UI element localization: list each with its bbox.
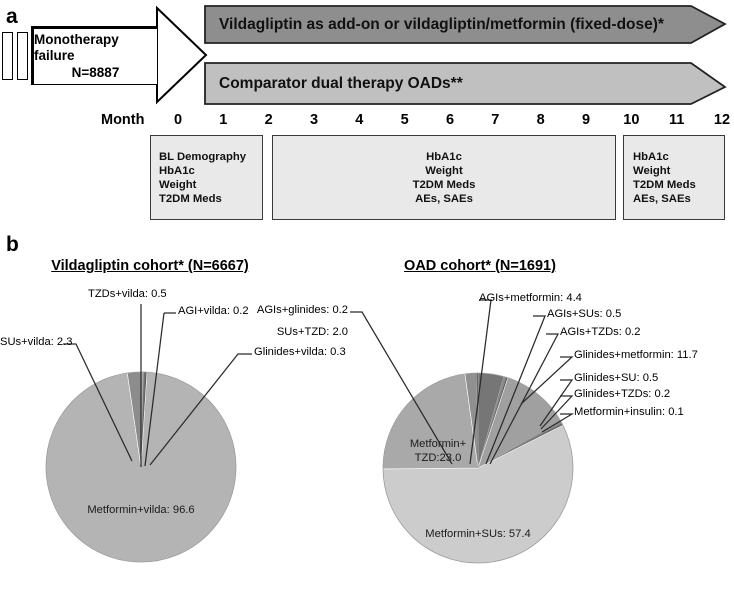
leader-glinides-tzds <box>540 395 574 430</box>
label-tzds-vilda: TZDs+vilda: 0.5 <box>88 288 167 300</box>
label-agis-metformin: AGIs+metformin: 4.4 <box>479 292 582 304</box>
month-tick-11: 11 <box>668 112 685 128</box>
leader-glinides-su <box>539 379 574 427</box>
pie-outline <box>382 372 574 564</box>
assessment-box-baseline: BL Demography HbA1c Weight T2DM Meds <box>150 135 263 220</box>
month-tick-2: 2 <box>264 112 273 128</box>
label-metformin-insulin: Metformin+insulin: 0.1 <box>574 406 684 418</box>
month-tick-0: 0 <box>173 112 183 128</box>
month-tick-7: 7 <box>491 112 500 128</box>
leader-agi-vilda <box>144 312 176 467</box>
assessment-item: BL Demography <box>159 150 247 163</box>
month-tick-4: 4 <box>355 112 364 128</box>
month-tick-5: 5 <box>400 112 409 128</box>
assessment-item: Weight <box>425 164 463 177</box>
assessment-item: T2DM Meds <box>412 178 476 191</box>
panel-a-study-design: a Monotherapy failure N=8887 Vildaglipti… <box>0 0 734 232</box>
panel-b-letter: b <box>6 233 19 256</box>
leader-met-insulin <box>541 413 575 433</box>
label-metformin-vilda: Metformin+vilda: 96.6 <box>87 504 195 516</box>
monotherapy-line-2: N=8887 <box>71 64 120 80</box>
label-glinides-metformin: Glinides+metformin: 11.7 <box>574 349 698 361</box>
leader-lines <box>63 299 575 467</box>
pie-chart-oad-cohort <box>382 372 574 564</box>
timeline-tick-bar-2 <box>17 32 28 80</box>
assessment-item: HbA1c <box>159 164 195 177</box>
panel-a-letter: a <box>6 5 18 28</box>
panel-b-combination-therapies: b Vildagliptin cohort* (N=6667) OAD coho… <box>0 234 734 590</box>
month-tick-1: 1 <box>219 112 228 128</box>
assessment-item: AEs, SAEs <box>415 192 473 205</box>
leader-sus-vilda <box>63 343 133 462</box>
leader-agis-glinides <box>350 311 453 465</box>
leader-agis-metformin <box>469 299 492 465</box>
label-glinides-su: Glinides+SU: 0.5 <box>574 372 659 384</box>
label-agis-sus: AGIs+SUs: 0.5 <box>547 308 622 320</box>
label-metformin-tzd-line1: Metformin+ <box>409 438 467 450</box>
assessment-box-interim: HbA1c Weight T2DM Meds AEs, SAEs <box>272 135 616 220</box>
assessment-item: T2DM Meds <box>633 178 696 191</box>
leader-agis-tzds <box>489 333 560 465</box>
assessment-box-endpoint: HbA1c Weight T2DM Meds AEs, SAEs <box>623 135 725 220</box>
label-glinides-tzds: Glinides+TZDs: 0.2 <box>574 388 671 400</box>
month-axis-label: Month <box>101 112 145 128</box>
band-label-comparator: Comparator dual therapy OADs** <box>219 75 463 92</box>
assessment-item: AEs, SAEs <box>633 192 691 205</box>
assessment-item: Weight <box>633 164 671 177</box>
band-arrow-vildagliptin <box>204 5 727 44</box>
timeline-tick-bar-1 <box>2 32 13 80</box>
label-glinides-vilda: Glinides+vilda: 0.3 <box>254 346 346 358</box>
assessment-item: Weight <box>159 178 197 191</box>
label-agis-glinides: AGIs+glinides: 0.2 <box>256 304 348 316</box>
leader-glinides-met <box>520 356 574 405</box>
chart-title-oad-cohort: OAD cohort* (N=1691) <box>404 258 556 274</box>
assessment-item: T2DM Meds <box>159 192 222 205</box>
chart-title-vildagliptin-cohort: Vildagliptin cohort* (N=6667) <box>51 258 249 274</box>
month-tick-6: 6 <box>445 112 455 128</box>
monotherapy-line-1: Monotherapy failure <box>34 31 119 64</box>
label-sus-tzd: SUs+TZD: 2.0 <box>276 326 348 338</box>
assessment-item: HbA1c <box>633 150 669 163</box>
month-tick-8: 8 <box>536 112 545 128</box>
assessment-item: HbA1c <box>426 150 462 163</box>
label-agi-vilda: AGI+vilda: 0.2 <box>178 305 249 317</box>
month-tick-9: 9 <box>581 112 591 128</box>
leader-glinides-vilda <box>149 353 252 466</box>
monotherapy-failure-box: Monotherapy failure N=8887 <box>33 28 158 85</box>
band-label-vildagliptin: Vildagliptin as add-on or vildagliptin/m… <box>219 16 664 33</box>
month-tick-10: 10 <box>623 112 640 128</box>
label-agis-tzds: AGIs+TZDs: 0.2 <box>560 326 641 338</box>
month-tick-3: 3 <box>309 112 319 128</box>
band-arrow-comparator <box>204 62 727 105</box>
label-metformin-sus: Metformin+SUs: 57.4 <box>425 528 531 540</box>
label-metformin-tzd-line2: TZD:23.0 <box>414 452 462 464</box>
leader-agis-sus <box>485 315 546 465</box>
label-sus-vilda: SUs+vilda: 2.3 <box>0 336 73 348</box>
month-tick-12: 12 <box>713 112 731 128</box>
pie-charts-svg <box>45 299 575 564</box>
